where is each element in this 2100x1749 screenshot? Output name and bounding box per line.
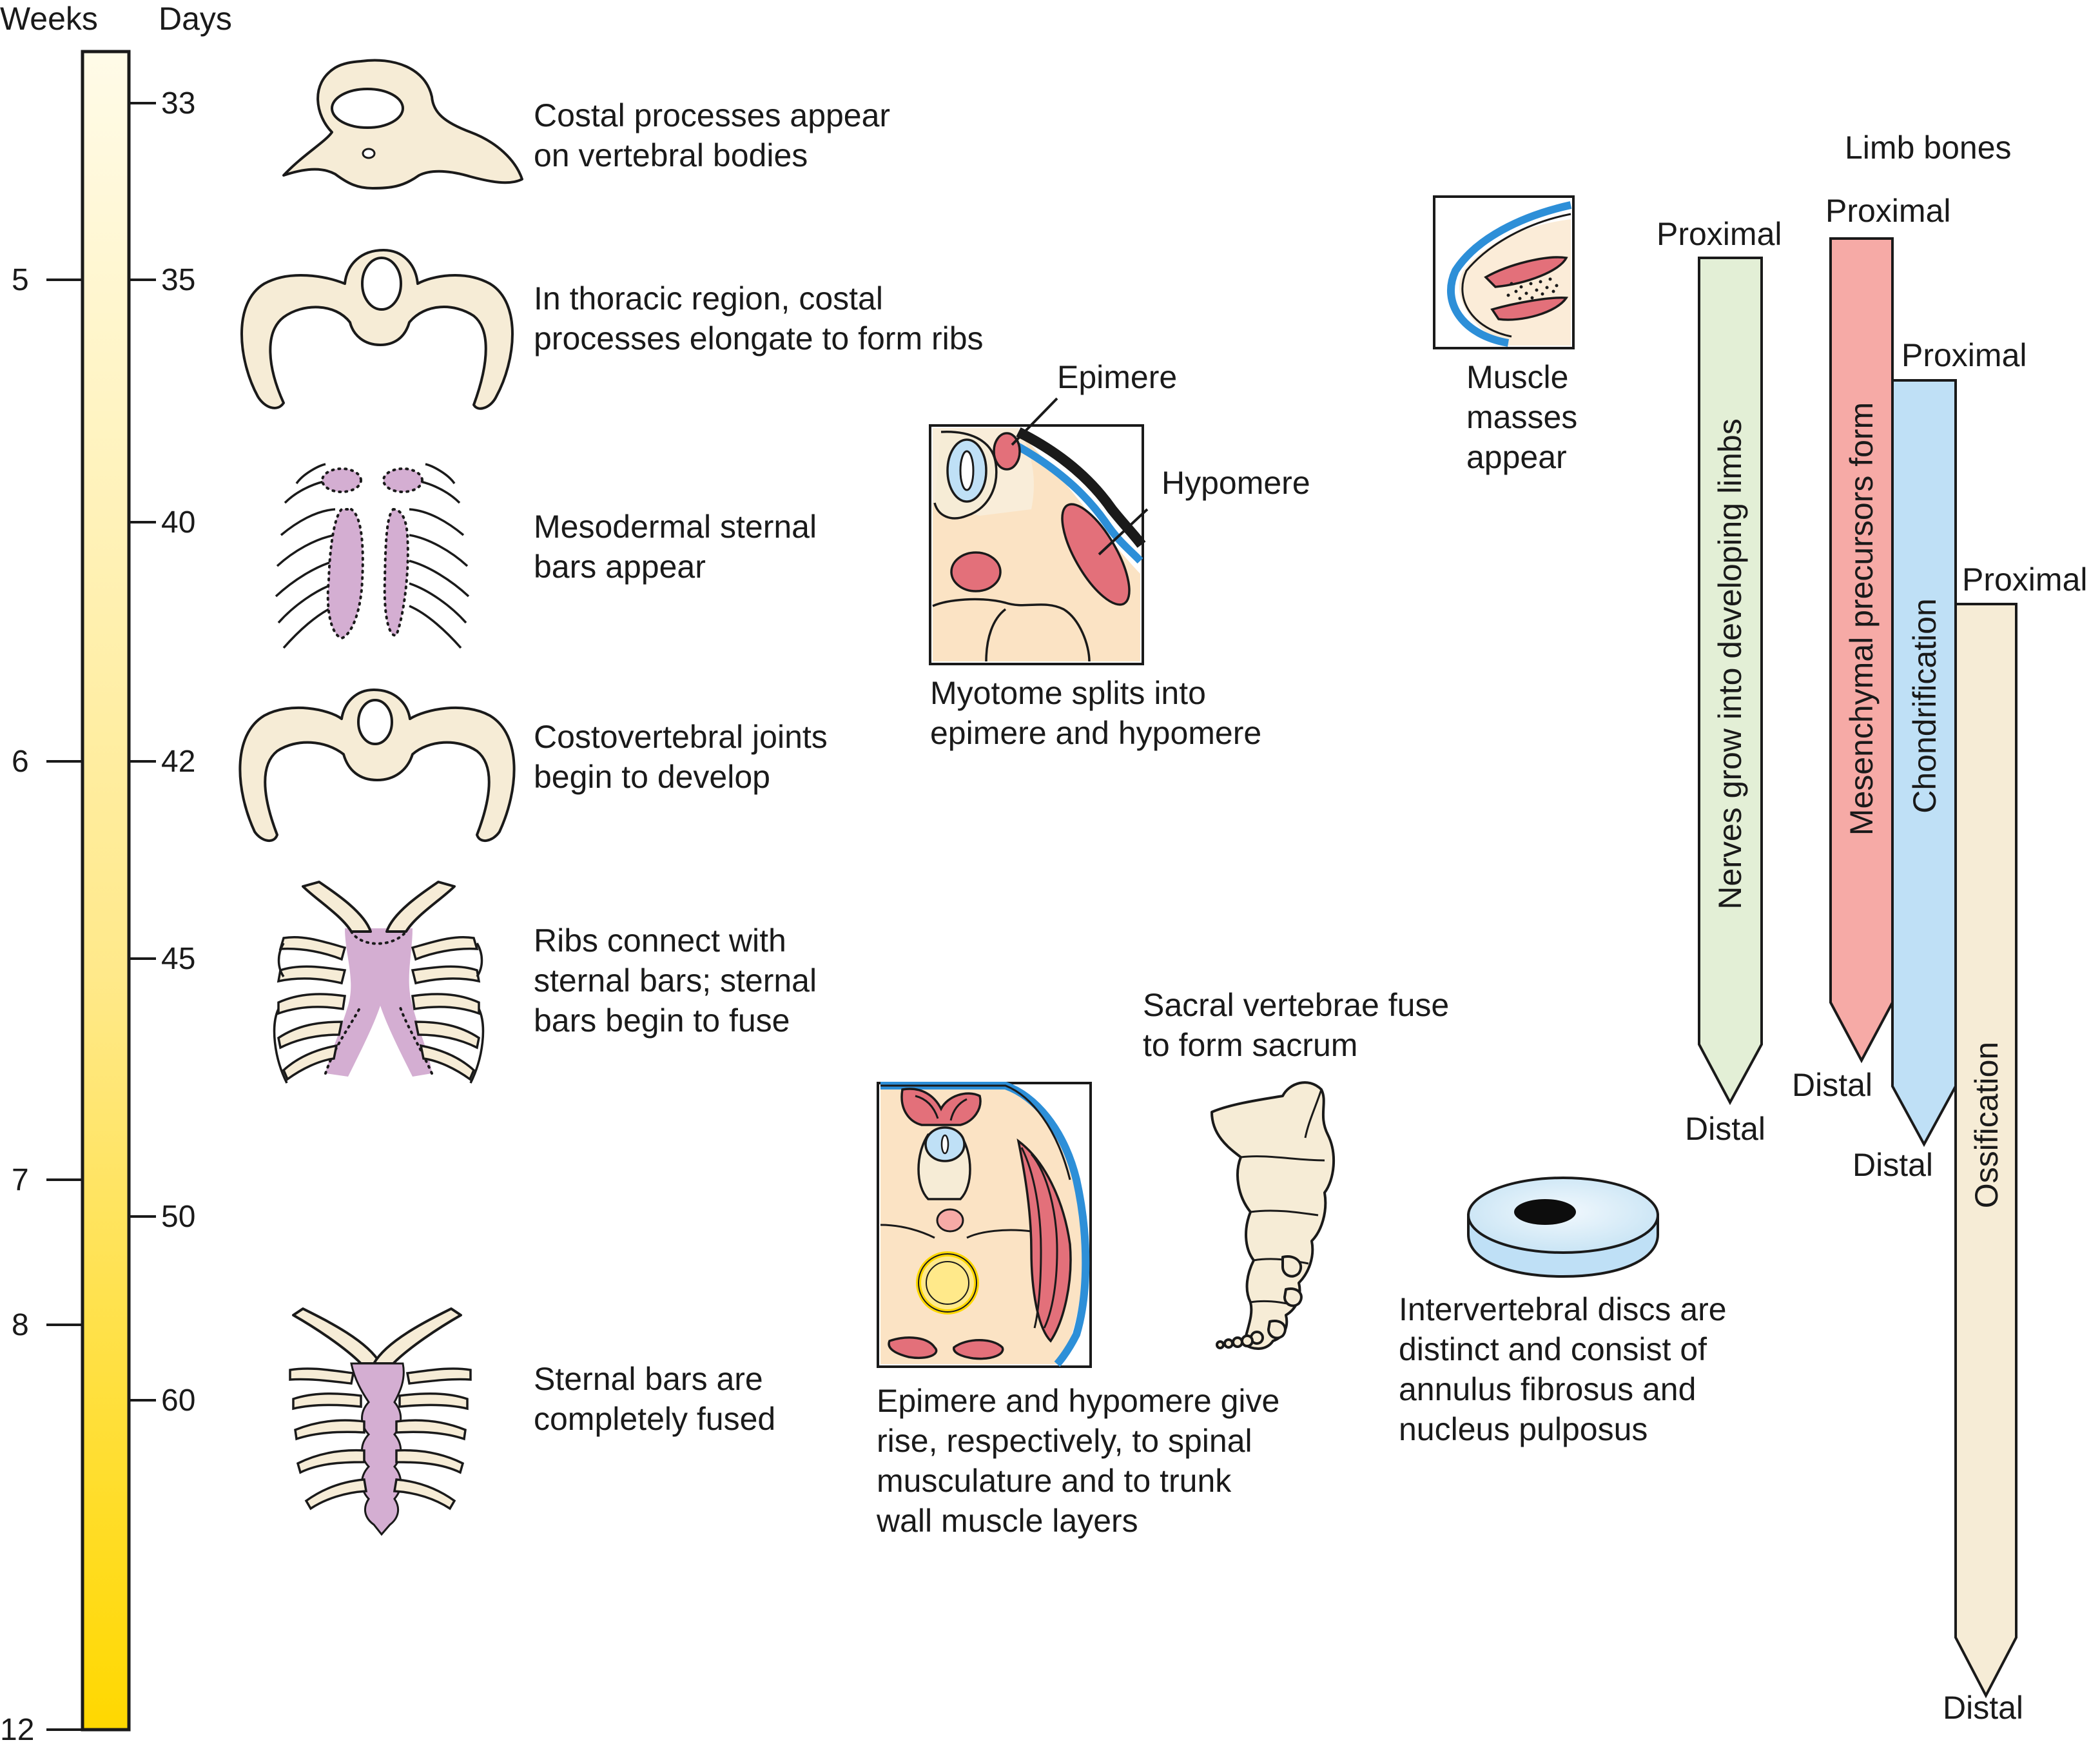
costovertebral-line-2: begin to develop [534, 759, 770, 795]
trunk-cross-section-illustration [877, 1082, 1092, 1368]
discs-line-2: distinct and consist of [1399, 1331, 1707, 1367]
myotome-line-1: Myotome splits into [930, 675, 1206, 711]
costal-processes-line-2: on vertebral bodies [534, 137, 808, 173]
sternal-fused-line-2: completely fused [534, 1401, 775, 1437]
limb-bar-ossification: Proximal Distal Ossification [1943, 562, 2087, 1726]
discs-line-3: annulus fibrosus and [1399, 1371, 1696, 1407]
day-tick-45: 45 [161, 942, 195, 976]
ribs-elongate-line-1: In thoracic region, costal [534, 280, 883, 317]
muscle-masses-line-2: masses [1466, 399, 1577, 435]
event-text-column-1: Costal processes appear on vertebral bod… [534, 97, 984, 1437]
discs-line-4: nucleus pulposus [1399, 1411, 1648, 1447]
day-tick-33: 33 [161, 86, 195, 121]
sternal-fused-line-1: Sternal bars are [534, 1361, 763, 1397]
sternum-fused-illustration [289, 1307, 472, 1536]
discs-line-1: Intervertebral discs are [1399, 1291, 1727, 1327]
nerves-bar-label: Nerves grow into developing limbs [1712, 418, 1748, 909]
costal-processes-line-1: Costal processes appear [534, 97, 890, 133]
sacral-line-2: to form sacrum [1143, 1027, 1357, 1063]
ribs-connect-line-1: Ribs connect with [534, 923, 786, 959]
epimere-label: Epimere [1057, 359, 1177, 395]
muscle-masses-text: Muscle masses appear [1466, 359, 1577, 475]
chondrification-bar-label: Chondrification [1907, 598, 1943, 814]
limb-bones: Limb bones Proximal Distal Nerves grow i… [1657, 130, 2087, 1726]
ribs-connect-line-2: sternal bars; sternal [534, 962, 817, 999]
costovertebral-illustration [238, 689, 516, 842]
limb-bar-chondrification: Proximal Distal Chondrification [1852, 337, 2027, 1183]
week-tick-12: 12 [0, 1713, 34, 1747]
limb-bones-title: Limb bones [1845, 130, 2012, 166]
sternal-bars-line-2: bars appear [534, 549, 706, 585]
muscle-masses-line-3: appear [1466, 439, 1567, 475]
nerves-distal-label: Distal [1685, 1111, 1765, 1147]
epimere-hypomere-line-2: rise, respectively, to spinal [877, 1423, 1252, 1459]
week-tick-6: 6 [12, 745, 29, 779]
ribs-connect-illustration [273, 881, 485, 1084]
myotome-illustration [929, 397, 1149, 665]
sacral-line-1: Sacral vertebrae fuse [1143, 987, 1449, 1023]
sternal-bars-line-1: Mesodermal sternal [534, 509, 817, 545]
muscle-masses-line-1: Muscle [1466, 359, 1568, 395]
day-tick-60: 60 [161, 1383, 195, 1418]
day-tick-40: 40 [161, 505, 195, 540]
ossification-distal-label: Distal [1943, 1690, 2023, 1726]
vertebra-costal-processes-illustration [282, 59, 523, 190]
mesenchymal-proximal-label: Proximal [1825, 193, 1950, 229]
myotome-line-2: epimere and hypomere [930, 715, 1261, 751]
ribs-elongate-line-2: processes elongate to form ribs [534, 320, 984, 357]
limb-bar-nerves: Proximal Distal Nerves grow into develop… [1657, 216, 1782, 1147]
days-header: Days [159, 1, 232, 37]
timeline-bar [81, 50, 131, 1732]
sacral-text: Sacral vertebrae fuse to form sacrum [1143, 987, 1449, 1063]
limb-bar-mesenchymal: Proximal Distal Mesenchymal precursors f… [1792, 193, 1950, 1103]
chondrification-proximal-label: Proximal [1901, 337, 2027, 373]
week-tick-5: 5 [12, 263, 29, 297]
ossification-proximal-label: Proximal [1962, 562, 2087, 598]
weeks-header: Weeks [0, 1, 98, 37]
nerves-proximal-label: Proximal [1657, 216, 1782, 252]
week-tick-8: 8 [12, 1308, 29, 1342]
costovertebral-line-1: Costovertebral joints [534, 719, 828, 755]
mesenchymal-bar-label: Mesenchymal precursors form [1843, 402, 1880, 835]
weeks-ticks: 5 6 7 8 12 [0, 263, 83, 1747]
myotome-text: Epimere Hypomere Myotome splits into epi… [930, 359, 1310, 751]
epimere-hypomere-line-3: musculature and to trunk [877, 1463, 1232, 1499]
epimere-hypomere-line-1: Epimere and hypomere give [877, 1383, 1279, 1419]
muscle-masses-illustration [1433, 195, 1575, 349]
week-tick-7: 7 [12, 1163, 29, 1197]
day-tick-50: 50 [161, 1200, 195, 1234]
sternal-bars-illustration [275, 463, 470, 649]
day-tick-42: 42 [161, 745, 195, 779]
days-ticks: 33 35 40 42 45 50 60 [129, 86, 195, 1418]
chondrification-distal-label: Distal [1852, 1147, 1933, 1183]
hypomere-label: Hypomere [1162, 465, 1310, 501]
ribs-connect-line-3: bars begin to fuse [534, 1002, 790, 1039]
mesenchymal-distal-label: Distal [1792, 1067, 1872, 1103]
muscle-masses-stipple [1506, 277, 1559, 300]
day-tick-35: 35 [161, 263, 195, 297]
intervertebral-disc-illustration [1467, 1177, 1659, 1278]
epimere-hypomere-text: Epimere and hypomere give rise, respecti… [876, 1383, 1279, 1539]
epimere-hypomere-line-4: wall muscle layers [876, 1503, 1138, 1539]
timeline: Weeks Days 5 6 7 8 12 33 35 40 [0, 1, 232, 1747]
discs-text: Intervertebral discs are distinct and co… [1399, 1291, 1727, 1447]
ossification-bar-label: Ossification [1969, 1042, 2005, 1208]
vertebra-ribs-illustration [240, 249, 514, 410]
sacrum-illustration [1210, 1081, 1336, 1350]
